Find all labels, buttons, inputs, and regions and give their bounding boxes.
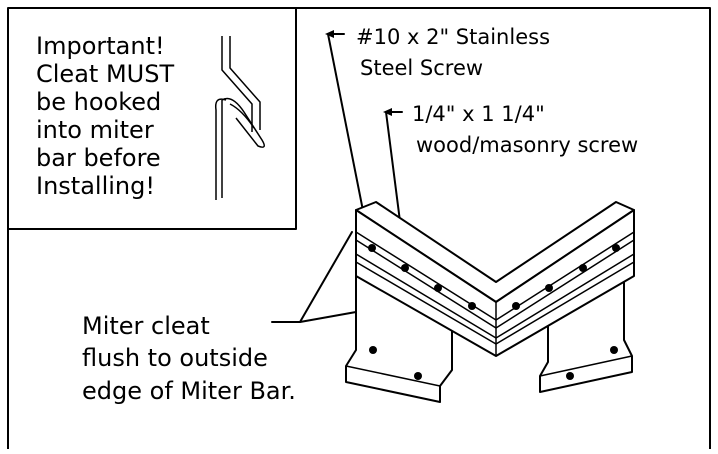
cleat-label-line1: Miter cleat: [82, 312, 210, 340]
notice-line-5: bar before: [36, 144, 161, 172]
notice-line-6: Installing!: [36, 172, 155, 200]
notice-line-2: Cleat MUST: [36, 60, 174, 88]
cleat-leader-upper: [271, 231, 353, 323]
screw-heads: [368, 244, 620, 380]
screw2-label-line2: wood/masonry screw: [416, 133, 638, 157]
notice-line-1: Important!: [36, 32, 165, 60]
cleat-label-line2: flush to outside: [82, 344, 268, 372]
notice-line-4: into miter: [36, 116, 154, 144]
notice-line-3: be hooked: [36, 88, 161, 116]
notice-box: [7, 7, 297, 230]
screw1-label-line1: #10 x 2" Stainless: [356, 25, 550, 49]
cleat-label-line3: edge of Miter Bar.: [82, 377, 296, 405]
cleat-leader-lower: [299, 311, 357, 323]
screw2-label-line1: 1/4" x 1 1/4": [412, 102, 545, 126]
screw1-label-line2: Steel Screw: [360, 56, 483, 80]
hook-detail-illustration: [214, 36, 265, 200]
miter-bar-assembly: [345, 201, 635, 403]
